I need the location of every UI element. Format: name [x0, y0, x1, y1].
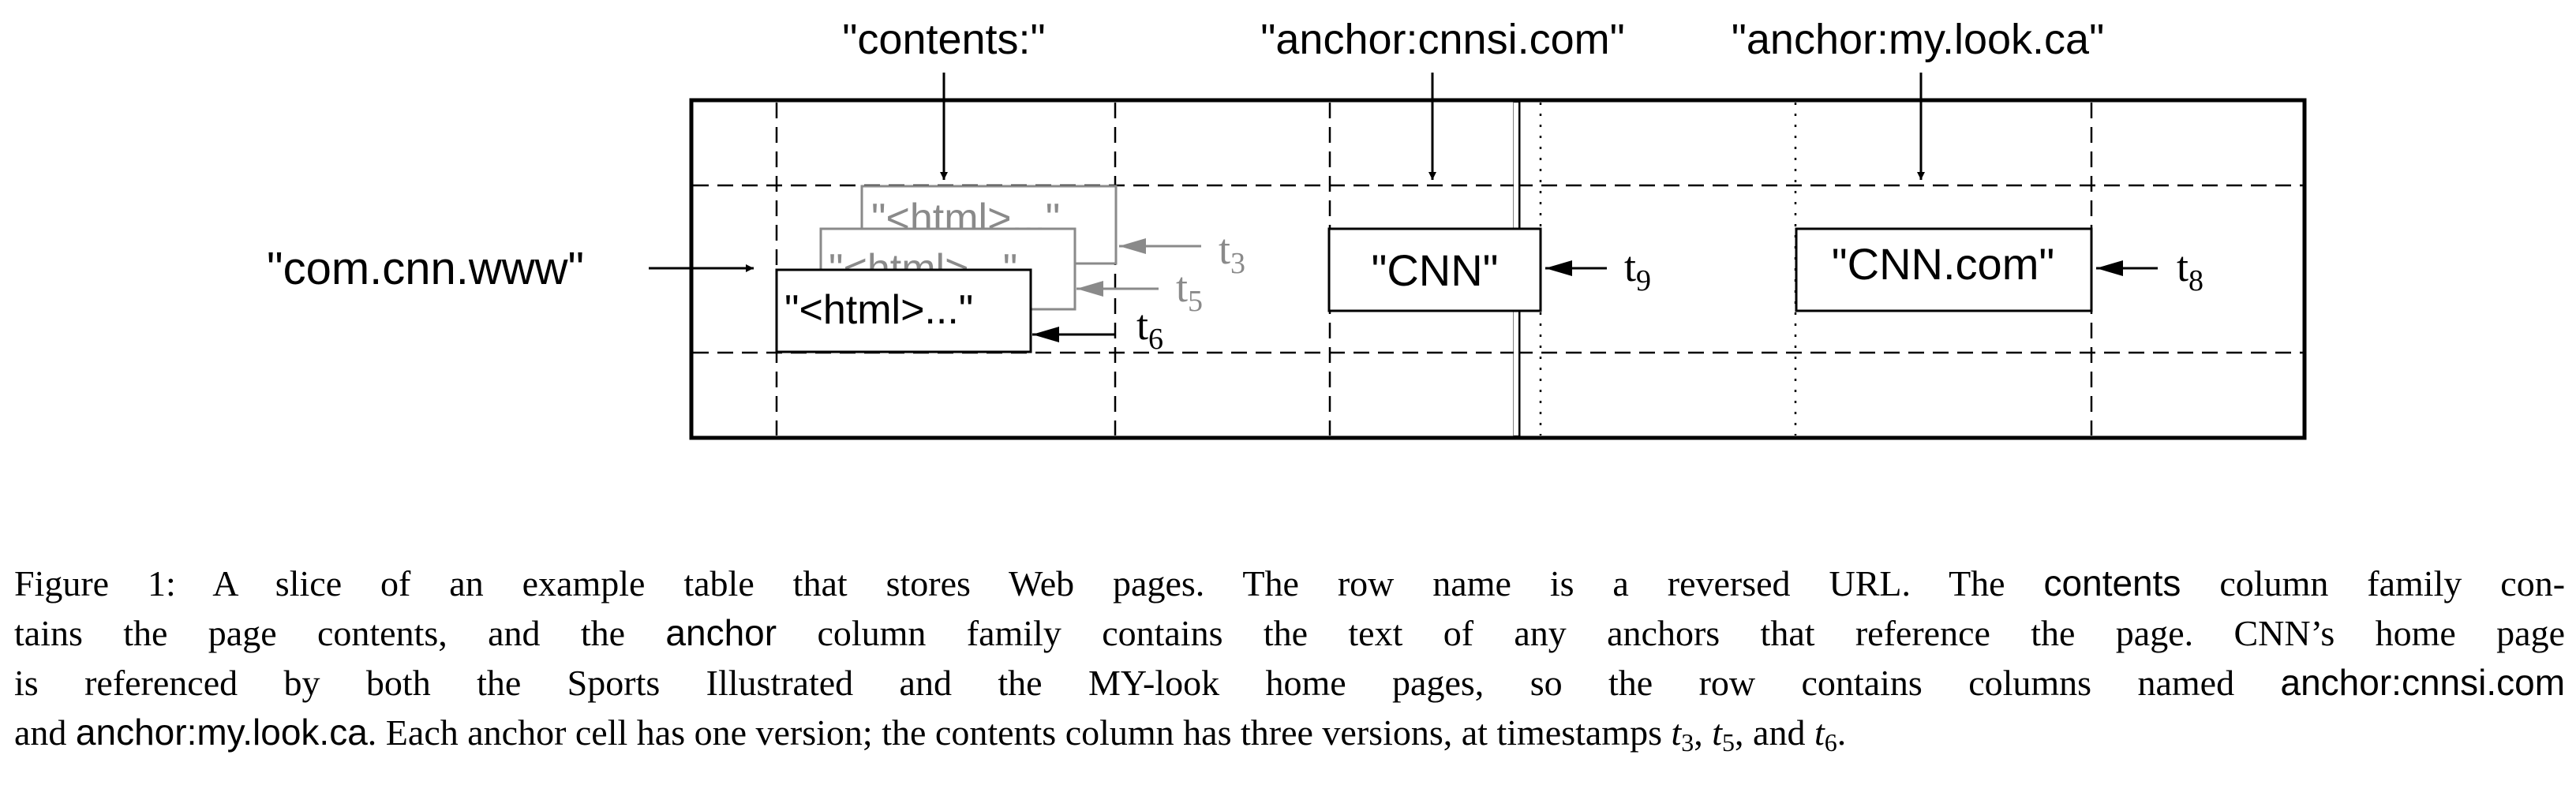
- timestamp-t9: t9: [1624, 243, 1651, 297]
- caption-line-3: is referenced by both the Sports Illustr…: [14, 658, 2565, 708]
- caption-term-anchor-mylook: anchor:my.look.ca: [75, 712, 368, 753]
- cell-contents-version-t6: "<html>...": [775, 268, 1032, 353]
- caption-text: is referenced by both the Sports Illustr…: [14, 663, 2235, 703]
- caption-timestamp-t6: t6: [1814, 712, 1837, 757]
- arrow-t9-head: [1545, 260, 1572, 276]
- column-label-contents: "contents:": [842, 16, 1045, 63]
- timestamp-t3: t3: [1219, 226, 1245, 280]
- caption-text: A slice of an example table that stores …: [212, 563, 2005, 604]
- caption-text: column family contains the text of any a…: [817, 613, 2566, 653]
- cell-anchor-mylook-value: "CNN.com": [1832, 239, 2054, 289]
- caption-text: tains the page contents, and the: [14, 613, 626, 653]
- caption-text: ,: [1694, 712, 1703, 753]
- caption-text: column family con-: [2219, 563, 2566, 604]
- arrow-t8-head: [2096, 260, 2123, 276]
- caption-line-1: Figure 1: A slice of an example table th…: [14, 559, 2565, 608]
- caption-timestamp-t3: t3: [1671, 712, 1694, 757]
- caption-label: Figure 1:: [14, 563, 176, 604]
- arrow-t6-head: [1032, 327, 1059, 342]
- caption-text: and: [14, 712, 67, 753]
- cell-anchor-cnnsi-value: "CNN": [1371, 245, 1498, 295]
- caption-text: , and: [1735, 712, 1806, 753]
- caption-line-2: tains the page contents, and the anchor …: [14, 608, 2565, 658]
- caption-timestamp-t5: t5: [1712, 712, 1735, 757]
- caption-term-anchor: anchor: [665, 612, 777, 653]
- caption-text: . Each anchor cell has one version; the …: [367, 712, 1662, 753]
- cell-anchor-cnnsi: "CNN": [1327, 227, 1542, 312]
- cell-anchor-mylook: "CNN.com": [1795, 227, 2093, 312]
- arrow-t3-head: [1119, 238, 1146, 254]
- bigtable-figure: "contents:" "anchor:cnnsi.com" "anchor:m…: [267, 16, 2307, 440]
- row-label: "com.cnn.www": [267, 243, 584, 294]
- cell-contents-value-t6: "<html>...": [784, 287, 973, 333]
- figure-caption: Figure 1: A slice of an example table th…: [14, 559, 2565, 757]
- column-label-anchor-cnnsi: "anchor:cnnsi.com": [1260, 16, 1625, 63]
- caption-term-contents: contents: [2043, 562, 2181, 604]
- timestamp-t8: t8: [2177, 243, 2203, 297]
- caption-term-anchor-cnnsi: anchor:cnnsi.com: [2280, 662, 2566, 703]
- caption-line-4: and anchor:my.look.ca. Each anchor cell …: [14, 708, 2565, 757]
- arrow-t5-head: [1076, 281, 1103, 297]
- column-label-anchor-mylook: "anchor:my.look.ca": [1732, 16, 2105, 63]
- timestamp-t6: t6: [1136, 301, 1163, 356]
- caption-text: .: [1837, 712, 1847, 753]
- timestamp-t5: t5: [1176, 263, 1203, 318]
